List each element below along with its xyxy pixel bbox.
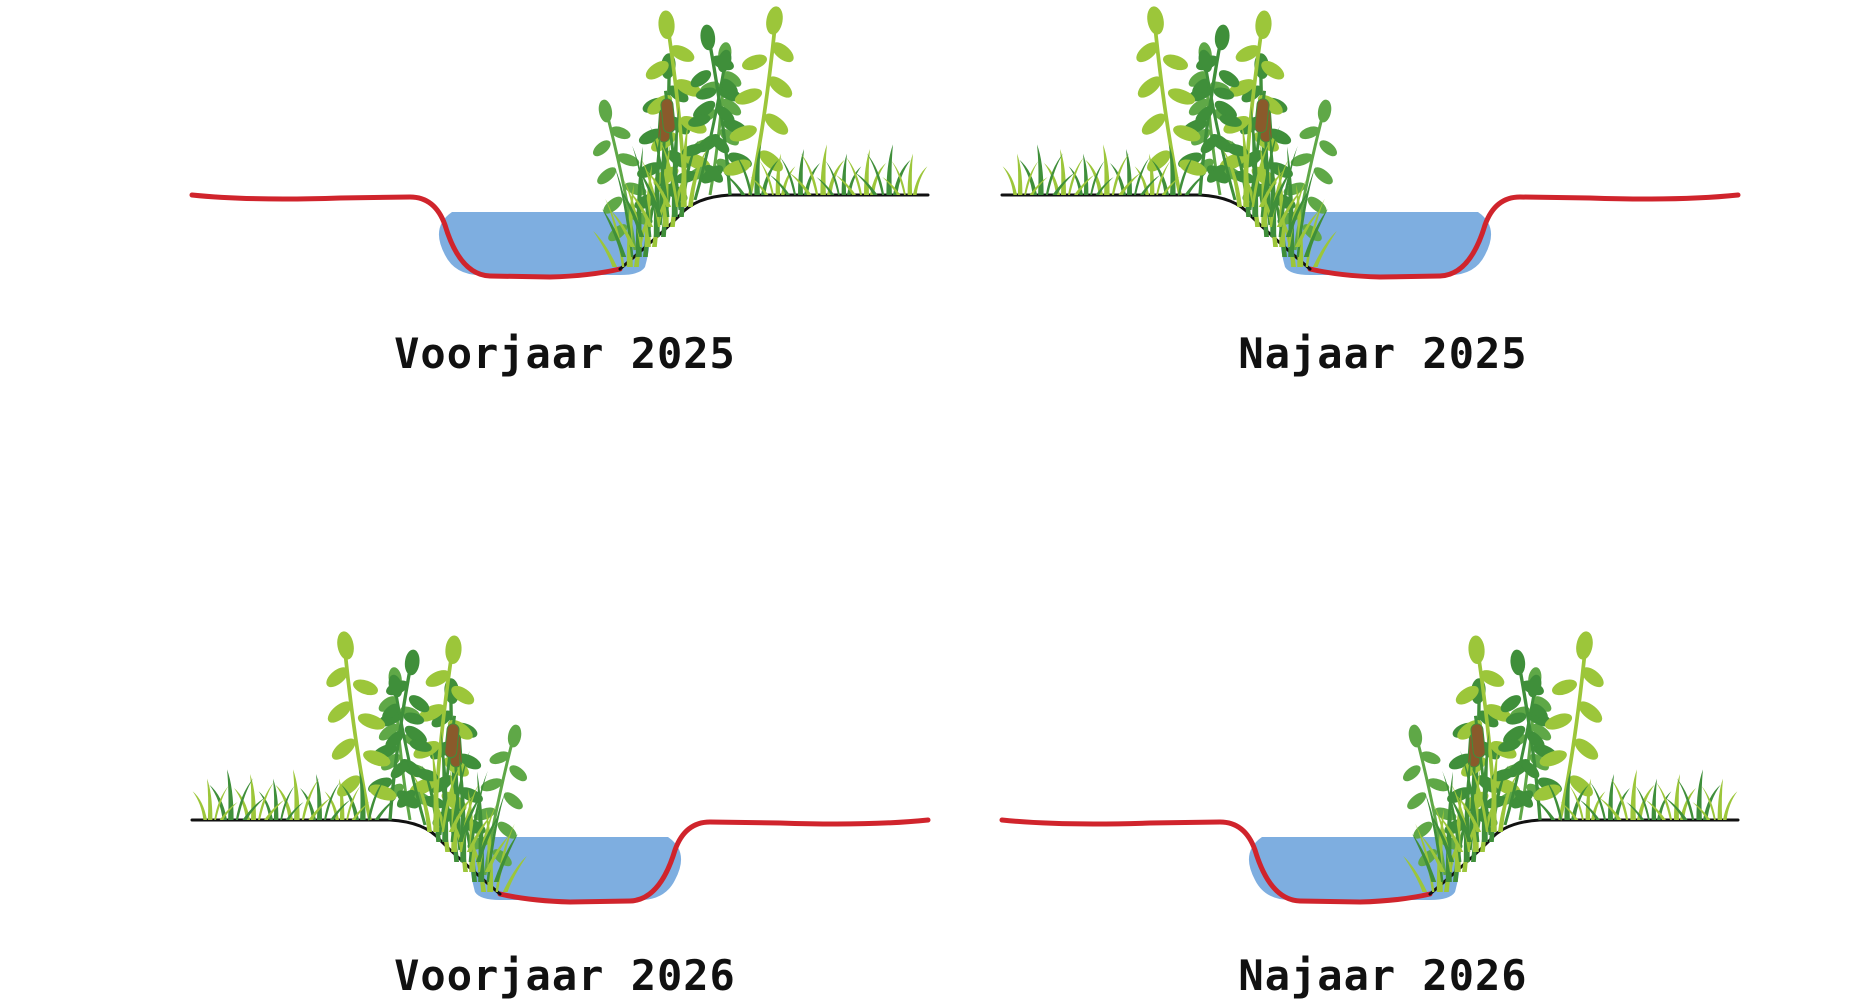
water-icon <box>1248 837 1460 900</box>
water-icon <box>470 837 682 900</box>
panel-voorjaar-2026 <box>190 625 931 905</box>
panel-label-najaar-2025: Najaar 2025 <box>1238 329 1527 378</box>
mowed-bank-line <box>189 192 623 280</box>
panel-label-najaar-2026: Najaar 2026 <box>1238 951 1527 1000</box>
panel-label-voorjaar-2025: Voorjaar 2025 <box>394 329 736 378</box>
water-icon <box>438 212 650 275</box>
panel-najaar-2025 <box>1000 0 1741 280</box>
water-icon <box>1280 212 1492 275</box>
mowed-bank-line <box>999 817 1433 905</box>
panel-najaar-2026 <box>999 625 1740 905</box>
mowed-bank-line <box>1307 192 1741 280</box>
mowed-bank-line <box>497 817 931 905</box>
panel-voorjaar-2025 <box>189 0 930 280</box>
panel-label-voorjaar-2026: Voorjaar 2026 <box>394 951 736 1000</box>
